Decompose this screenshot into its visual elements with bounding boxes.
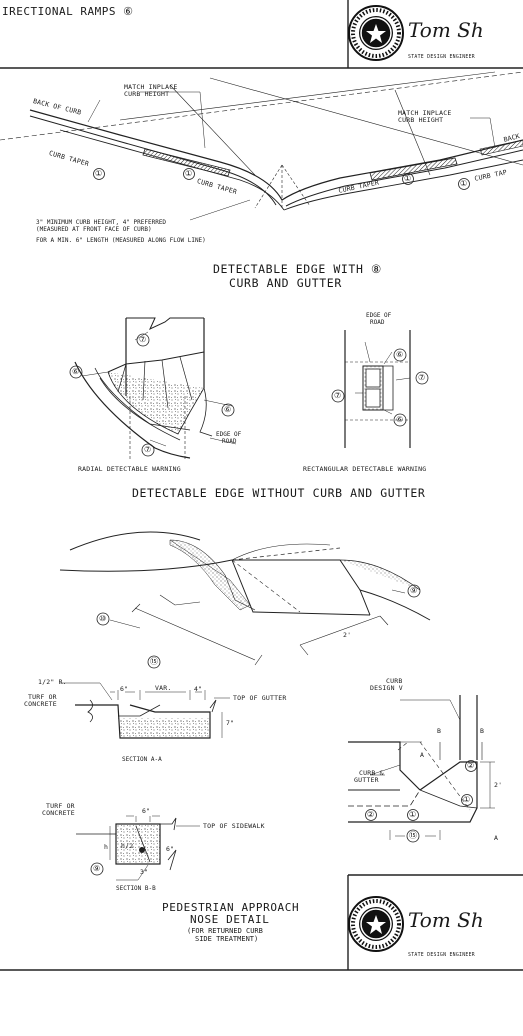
callout-1b: ① [185,169,193,178]
callout-rings [69,168,477,876]
sheet-title: IRECTIONAL RAMPS ⑥ [2,5,134,18]
section-aa-drawing [60,682,230,739]
turf-or-concrete-b-2: CONCRETE [42,809,75,817]
note-min-curb-height: 3" MINIMUM CURB HEIGHT, 4" PREFERRED [36,219,167,226]
caption-detectable-edge-with: DETECTABLE EDGE WITH ⑧ [213,262,382,276]
match-inplace-right: MATCH INPLACE [398,109,452,117]
callout-7d: ⑦ [334,391,342,400]
nose-detail-title-2: NOSE DETAIL [190,913,270,926]
callout-6c: ⑥ [396,350,404,359]
callout-6a: ⑥ [72,367,80,376]
turf-or-concrete-a-2: CONCRETE [24,700,57,708]
callout-6d: ⑥ [396,415,404,424]
callout-10: ⑩ [99,614,107,623]
rectangular-caption: RECTANGULAR DETECTABLE WARNING [303,465,427,473]
callout-6b: ⑥ [224,405,232,414]
callout-7a: ⑦ [139,335,147,344]
nose-detail-title-1: PEDESTRIAN APPROACH [162,901,300,914]
match-inplace-left: MATCH INPLACE [124,83,178,91]
dim-7in: 7" [226,719,235,727]
top-of-sidewalk-label: TOP OF SIDEWALK [203,822,265,830]
curb-design-1: CURB [386,677,403,685]
curb-design-2: DESIGN V [370,684,403,692]
sheet-frame [0,0,523,971]
curb-height-left: CURB HEIGHT [124,90,170,98]
mndot-seal-bottom [348,896,404,952]
detail2-rectangular-warning [344,330,411,448]
h-half-label: h/2 [121,842,134,850]
half-inch-radius: 1/2" R. [38,678,67,686]
note-measured-front-face: (MEASURED AT FRONT FACE OF CURB) [36,226,152,233]
section-b-marker-left: B [437,727,442,735]
section-a-marker-top: A [420,751,425,759]
section-bb-label: SECTION B-B [116,885,156,892]
callout-7c: ⑦ [418,373,426,382]
detail2-radial-warning [74,317,237,460]
signature-bottom: Tom Sh [408,908,484,932]
nose-detail-title-3: (FOR RETURNED CURB [187,927,263,935]
state-design-engineer-top: STATE DESIGN ENGINEER [408,55,475,60]
callout-9b: ⑨ [93,864,101,873]
radial-caption: RADIAL DETECTABLE WARNING [78,465,181,473]
callout-1f: ① [409,810,417,819]
callout-1e: ① [463,795,471,804]
dim-3in: 3" [140,868,149,876]
callout-2a: ② [467,761,475,770]
callout-15b: ⑮ [409,831,418,840]
curb-gutter-1: CURB & [359,769,384,777]
h-label: h [104,843,109,851]
signature-top: Tom Sh [408,18,484,42]
edge-of-road-2: ROAD [222,438,237,445]
section-b-marker-right: B [480,727,485,735]
nose-detail-title-4: SIDE TREATMENT) [195,935,259,943]
curb-height-right: CURB HEIGHT [398,116,444,124]
curb-gutter-2: GUTTER [354,776,379,784]
section-bb-drawing [76,815,200,881]
dim-6in-b: 6" [142,807,151,815]
detail3-isometric-nose [59,531,431,666]
dim-2ft-iso: 2' [343,631,352,639]
dim-6in-c: 6" [166,845,175,853]
section-a-marker-bottom: A [494,834,499,842]
edge-of-road-1: EDGE OF [216,431,242,438]
edge-of-road-top-2: ROAD [370,319,385,326]
caption-curb-and-gutter: CURB AND GUTTER [229,276,342,290]
state-design-engineer-bottom: STATE DESIGN ENGINEER [408,953,475,958]
note-min-length: FOR A MIN. 6" LENGTH (MEASURED ALONG FLO… [36,237,206,244]
nose-plan-drawing [348,695,495,840]
callout-2b: ② [367,810,375,819]
edge-of-road-top-1: EDGE OF [366,312,392,319]
caption-detectable-edge-without: DETECTABLE EDGE WITHOUT CURB AND GUTTER [132,486,426,500]
dim-var: VAR. [155,684,172,692]
callout-1d: ① [460,179,468,188]
turf-or-concrete-b-1: TURF OR [46,802,75,810]
top-of-gutter-label: TOP OF GUTTER [233,694,287,702]
callout-7b: ⑦ [144,445,152,454]
callout-15a: ⑮ [150,657,159,666]
detail1-plan-view [0,71,523,221]
callout-9a: ⑨ [410,586,418,595]
turf-or-concrete-a-1: TURF OR [28,693,57,701]
mndot-seal-top [348,5,404,61]
section-aa-label: SECTION A-A [122,756,162,763]
dim-2ft-plan: 2' [494,781,503,789]
callout-1: ① [95,169,103,178]
dim-4in: 4" [194,685,203,693]
callout-1c: ① [404,174,412,183]
dim-6in-a: 6" [120,685,129,693]
